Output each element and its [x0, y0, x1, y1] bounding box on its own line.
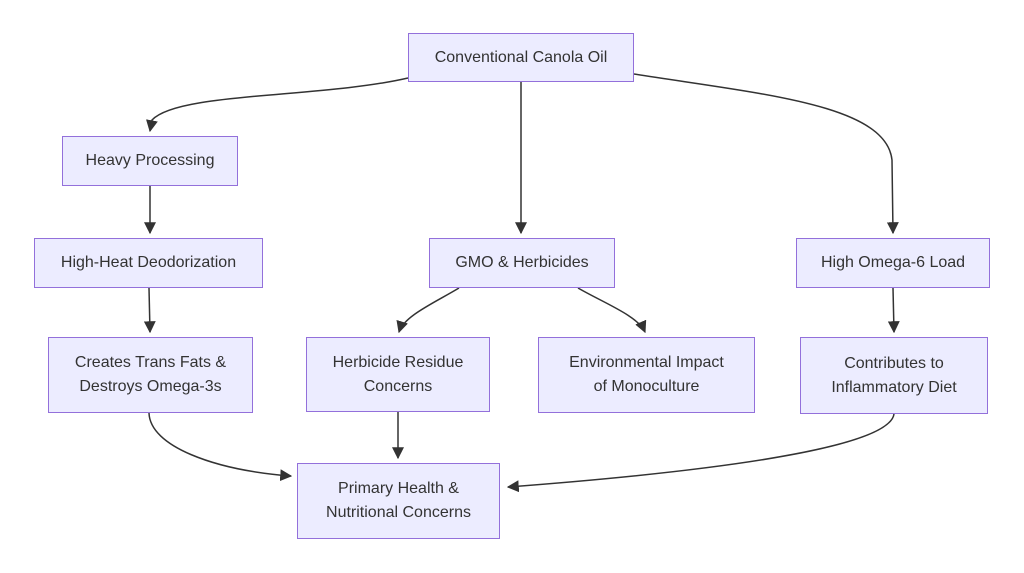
node-label-line2: Concerns: [363, 377, 433, 395]
node-label-line2: Inflammatory Diet: [831, 378, 957, 396]
node-label: Conventional Canola Oil: [434, 48, 608, 66]
node-contributes-inflammatory-diet: Contributes to Inflammatory Diet: [800, 337, 988, 414]
edge-omega6-to-inflammatory: [887, 287, 900, 334]
node-primary-health-concerns: Primary Health & Nutritional Concerns: [297, 463, 500, 539]
node-label-line1: Primary Health &: [338, 480, 459, 497]
node-high-heat-deodorization: High-Heat Deodorization: [34, 238, 263, 288]
edge-deodorization-to-transfats: [143, 287, 156, 334]
edge-inflammatory-to-primary: [506, 413, 895, 493]
node-environmental-impact: Environmental Impact of Monoculture: [538, 337, 755, 413]
node-high-omega-6-load: High Omega-6 Load: [796, 238, 990, 288]
edge-canola-to-high-omega6: [633, 73, 899, 235]
edge-transfats-to-primary: [148, 412, 293, 482]
node-label-line2: of Monoculture: [593, 378, 700, 395]
node-label: High-Heat Deodorization: [60, 254, 237, 271]
node-gmo-herbicides: GMO & Herbicides: [429, 238, 615, 288]
node-label-line2: Nutritional Concerns: [326, 504, 471, 521]
node-label: GMO & Herbicides: [455, 254, 589, 271]
node-heavy-processing: Heavy Processing: [62, 136, 238, 186]
edge-gmo-to-environmental-impact: [577, 287, 647, 334]
node-label: High Omega-6 Load: [820, 254, 966, 271]
node-label-line1: Contributes to: [844, 354, 944, 372]
node-label-line1: Herbicide Residue: [332, 353, 464, 371]
node-conventional-canola-oil: Conventional Canola Oil: [408, 33, 634, 82]
node-label-line1: Creates Trans Fats &: [74, 354, 227, 371]
node-creates-trans-fats: Creates Trans Fats & Destroys Omega-3s: [48, 337, 253, 413]
node-label: Heavy Processing: [85, 152, 215, 169]
node-label-line1: Environmental Impact: [569, 354, 724, 371]
edge-gmo-to-herbicide-residue: [396, 287, 460, 334]
node-herbicide-residue-concerns: Herbicide Residue Concerns: [306, 337, 490, 412]
edge-canola-to-heavy-processing: [146, 77, 409, 133]
node-label-line2: Destroys Omega-3s: [79, 378, 222, 395]
